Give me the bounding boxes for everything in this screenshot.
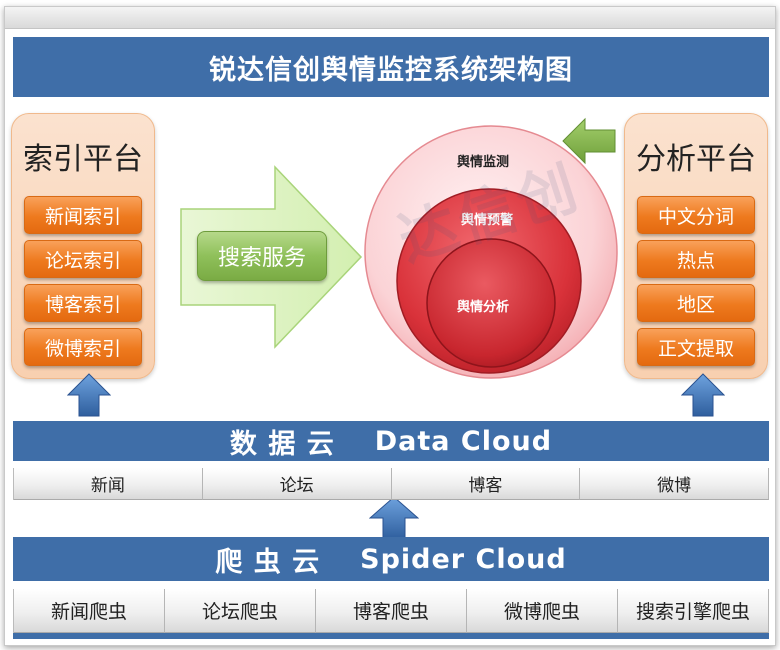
data-source-weibo: 微博	[580, 468, 769, 500]
analysis-platform-panel: 分析平台 中文分词 热点 地区 正文提取	[624, 113, 768, 379]
data-cloud-cn: 数 据 云	[229, 428, 335, 460]
warning-label: 舆情预警	[461, 213, 514, 228]
index-weibo-chip: 微博索引	[24, 328, 142, 366]
data-cloud-bar: 数 据 云 Data Cloud	[13, 421, 769, 461]
index-news-chip: 新闻索引	[24, 196, 142, 234]
data-cloud-en: Data Cloud	[374, 425, 553, 457]
crawlers-row: 新闻爬虫 论坛爬虫 博客爬虫 微博爬虫 搜索引擎爬虫	[13, 589, 769, 633]
diagram-title: 锐达信创舆情监控系统架构图	[13, 37, 769, 97]
spider-cloud-cn: 爬 虫 云	[215, 546, 321, 578]
analysis-label: 舆情分析	[457, 300, 510, 315]
analysis-segmentation-chip: 中文分词	[637, 196, 755, 234]
crawler-weibo: 微博爬虫	[467, 589, 618, 633]
analysis-circle	[426, 238, 556, 368]
inbound-arrow-icon	[562, 117, 616, 165]
up-arrow-icon	[369, 496, 419, 540]
index-blog-chip: 博客索引	[24, 284, 142, 322]
analysis-hotspot-chip: 热点	[637, 240, 755, 278]
data-source-news: 新闻	[14, 468, 203, 500]
index-forum-chip: 论坛索引	[24, 240, 142, 278]
index-platform-panel: 索引平台 新闻索引 论坛索引 博客索引 微博索引	[11, 113, 155, 379]
spider-cloud-en: Spider Cloud	[360, 543, 567, 575]
data-source-blog: 博客	[391, 468, 581, 500]
data-source-forum: 论坛	[202, 468, 392, 500]
analysis-region-chip: 地区	[637, 284, 755, 322]
up-arrow-icon	[67, 373, 111, 417]
top-strip	[5, 7, 775, 29]
monitor-label: 舆情监测	[457, 155, 510, 170]
diagram-frame: 锐达信创舆情监控系统架构图 索引平台 新闻索引 论坛索引 博客索引 微博索引 分…	[4, 6, 776, 646]
spider-cloud-bar: 爬 虫 云 Spider Cloud	[13, 537, 769, 581]
search-service-box: 搜索服务	[197, 231, 327, 281]
crawler-news: 新闻爬虫	[14, 589, 165, 633]
index-platform-title: 索引平台	[23, 142, 143, 177]
opinion-circles	[364, 125, 618, 379]
crawler-forum: 论坛爬虫	[165, 589, 316, 633]
analysis-platform-title: 分析平台	[636, 142, 756, 177]
crawler-search-engine: 搜索引擎爬虫	[618, 589, 769, 633]
bottom-line	[13, 633, 769, 639]
up-arrow-icon	[681, 373, 725, 417]
analysis-extraction-chip: 正文提取	[637, 328, 755, 366]
data-sources-row: 新闻 论坛 博客 微博	[13, 468, 769, 500]
crawler-blog: 博客爬虫	[316, 589, 467, 633]
